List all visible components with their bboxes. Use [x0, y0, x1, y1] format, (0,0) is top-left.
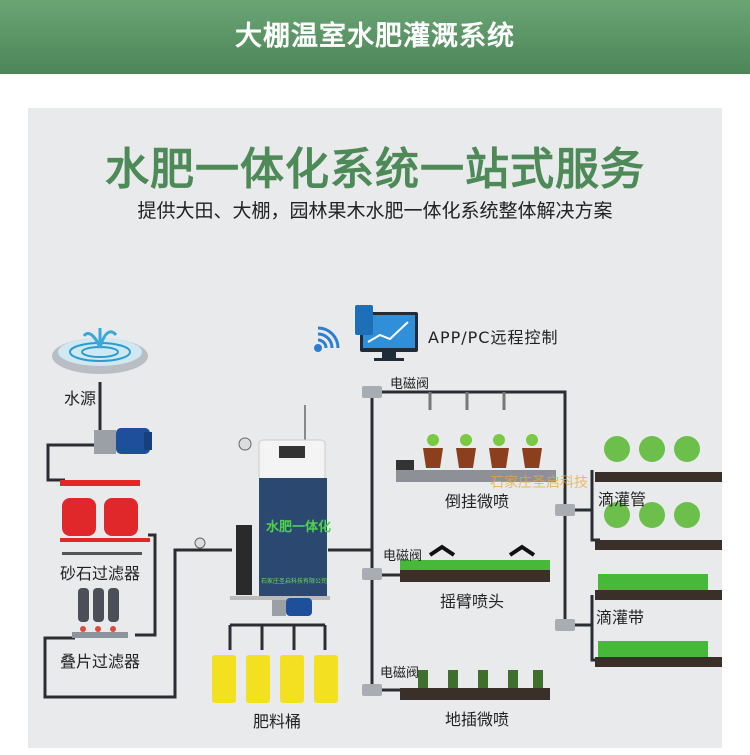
remote-control-label: APP/PC远程控制 — [428, 328, 559, 347]
machine-label: 水肥一体化 — [266, 520, 332, 535]
solenoid-valve-icon — [362, 386, 575, 696]
monitor-icon — [355, 305, 418, 361]
fertilizer-tank — [314, 655, 338, 703]
sand-filter-label: 砂石过滤器 — [60, 564, 141, 583]
fertilizer-tank — [246, 655, 270, 703]
pipe-disc-loop — [43, 548, 232, 699]
wifi-icon — [314, 326, 340, 352]
hanging-sprinklers — [396, 392, 556, 482]
ground-spray-bed — [400, 670, 550, 700]
header-bar — [0, 0, 750, 74]
drip-tape-label: 滴灌带 — [596, 608, 645, 627]
watermark: 石家庄圣启科技 — [490, 475, 588, 491]
pipe-sand-to-disc — [135, 533, 157, 637]
branch-label-rocker: 摇臂喷头 — [440, 592, 505, 611]
branch-label-ground: 地插微喷 — [445, 710, 510, 729]
header-title: 大棚温室水肥灌溉系统 — [235, 21, 515, 52]
fertilizer-pump-icon — [272, 598, 312, 616]
drip-pipe-label: 滴灌管 — [598, 490, 647, 509]
pipe-pump-to-sandfilter — [46, 443, 95, 482]
fertilizer-tank — [212, 655, 236, 703]
sand-filter-icon — [60, 480, 150, 555]
subtitle: 提供大田、大棚，园林果木水肥一体化系统整体解决方案 — [137, 200, 613, 222]
drip-tape-beds — [595, 574, 722, 667]
fertilizer-tanks — [212, 655, 338, 703]
fertigation-machine-icon — [230, 405, 330, 600]
inlet-pump-icon — [94, 428, 152, 454]
disc-filter-icon — [72, 588, 128, 638]
drip-pipe-beds — [595, 436, 722, 550]
rocker-sprinkler-bed — [400, 544, 550, 582]
valve-label-mid: 电磁阀 — [383, 549, 423, 564]
water-source-label: 水源 — [64, 389, 97, 408]
fertilizer-tank — [280, 655, 304, 703]
fertilizer-tank-label: 肥料桶 — [253, 712, 302, 731]
valve-label-bottom: 电磁阀 — [380, 666, 420, 681]
pipe-fert-manifold — [228, 623, 327, 650]
disc-filter-label: 叠片过滤器 — [60, 652, 141, 671]
valve-label-top: 电磁阀 — [390, 377, 430, 392]
branch-label-hanging: 倒挂微喷 — [445, 492, 510, 511]
main-title: 水肥一体化系统一站式服务 — [105, 144, 645, 195]
water-source-icon — [52, 328, 148, 374]
machine-company: 石家庄圣启科技有限公司 — [261, 578, 328, 585]
pressure-gauge-icon — [194, 537, 206, 549]
